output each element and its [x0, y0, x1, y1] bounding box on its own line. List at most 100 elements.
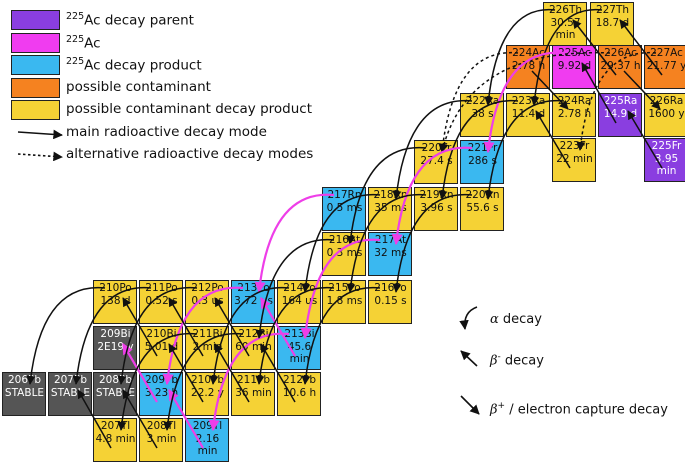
nuclide-half-life: 22.2 y [191, 386, 224, 399]
legend-text: possible contaminant [66, 78, 211, 95]
nuclide-name: 226Ac [604, 47, 637, 59]
legend-text: alternative radioactive decay modes [66, 146, 314, 162]
nuclide-half-life: 3.23 h [144, 386, 179, 399]
nuclide-name: 217At [374, 234, 407, 246]
nuclide-name: 225Ac [558, 47, 591, 59]
legend-label-5: main radioactive decay mode [66, 124, 267, 140]
nuclide-half-life: 10.6 h [282, 386, 317, 399]
legend-text: Ac [84, 35, 101, 51]
nuclide-half-life: 164 us [281, 294, 318, 307]
nuclide-half-life: 0.52 s [145, 294, 178, 307]
nuclide-name: 210Po [99, 282, 132, 294]
nuclide-half-life: STABLE [50, 386, 91, 399]
nuclide-half-life: 4.8 min [95, 432, 136, 445]
nuclide-name: 217Rn [327, 189, 362, 201]
nuclide-half-life: 29.37 h [600, 59, 641, 72]
nuclide-half-life: 30.57 [550, 16, 581, 29]
nuclide-half-life: min [555, 29, 576, 41]
nuclide-name: 213Bi [284, 328, 315, 340]
nuclide-half-life: 27.4 s [420, 154, 453, 167]
nuclide-name: 210Bi [146, 328, 177, 340]
decay-key-text: decay [498, 312, 542, 327]
nuclide-name: 207Pb [53, 374, 88, 386]
nuclide-half-life: 2E19 y [97, 340, 134, 353]
nuclide-half-life: 60 min [235, 340, 272, 353]
nuclide-half-life: STABLE [95, 386, 136, 399]
nuclide-half-life: 3.72 us [234, 294, 273, 307]
nuclide-name: 212Pb [282, 374, 317, 386]
nuclide-name: 220Rn [465, 189, 500, 201]
legend-label-3: possible contaminant [66, 79, 211, 95]
nuclide-half-life: 32 ms [374, 246, 407, 259]
decay-key-label-1: β- decay [490, 352, 544, 368]
decay-symbol: α [490, 312, 499, 327]
decay-key-label-0: α decay [490, 312, 542, 327]
nuclide-half-life: STABLE [4, 386, 45, 399]
nuclide-name: 225Ra [603, 95, 638, 107]
nuclide-half-life: min [656, 165, 677, 177]
nuclide-name: 208Pb [98, 374, 133, 386]
nuclide-half-life: 14.9 d [603, 107, 638, 120]
nuclide-half-life: 35 ms [374, 201, 407, 214]
legend-swatch-parent [11, 10, 60, 30]
nuclide-half-life: 1.8 ms [326, 294, 363, 307]
nuclide-half-life: 11.4 d [511, 107, 546, 120]
legend-label-0: 225Ac decay parent [66, 11, 194, 29]
nuclide-name: 224Ac [512, 47, 545, 59]
legend-swatch-ac225 [11, 32, 60, 53]
nuclide-name: 207Tl [100, 420, 131, 432]
decay-key-text: decay [500, 353, 544, 369]
legend-label-1: 225Ac [66, 34, 101, 52]
legend-text: main radioactive decay mode [66, 123, 267, 140]
nuclide-half-life: 0.3 ms [326, 246, 363, 259]
legend-swatch-contaminant_product [11, 100, 60, 120]
nuclide-name: 211Bi [192, 328, 223, 340]
nuclide-half-life: 2.16 [195, 432, 220, 445]
beta-plus-decay-icon [460, 395, 480, 415]
nuclide-half-life: 36 min [235, 386, 272, 399]
beta-minus-decay-icon [460, 350, 478, 367]
legend-label-4: possible contaminant decay product [66, 101, 312, 117]
nuclide-half-life: 3.96 s [420, 201, 453, 214]
nuclide-name: 227Ac [650, 47, 683, 59]
nuclide-name: 206Pb [7, 374, 42, 386]
nuclide-half-life: 21.77 y [646, 59, 685, 72]
nuclide-name: 209Tl [192, 420, 223, 432]
nuclide-half-life: 1600 y [648, 107, 685, 120]
nuclide-half-life: 38 s [471, 107, 494, 120]
legend-swatch-contaminant [11, 77, 60, 98]
nuclide-half-life: min [289, 353, 310, 365]
decay-symbol-sign: - [497, 352, 501, 362]
nuclide-name: 225Fr [651, 140, 682, 152]
nuclide-half-life: 2 min [192, 340, 223, 353]
decay-symbol: β [490, 353, 498, 369]
nuclide-name: 211Pb [236, 374, 271, 386]
nuclide-half-life: 0.5 ms [326, 201, 363, 214]
